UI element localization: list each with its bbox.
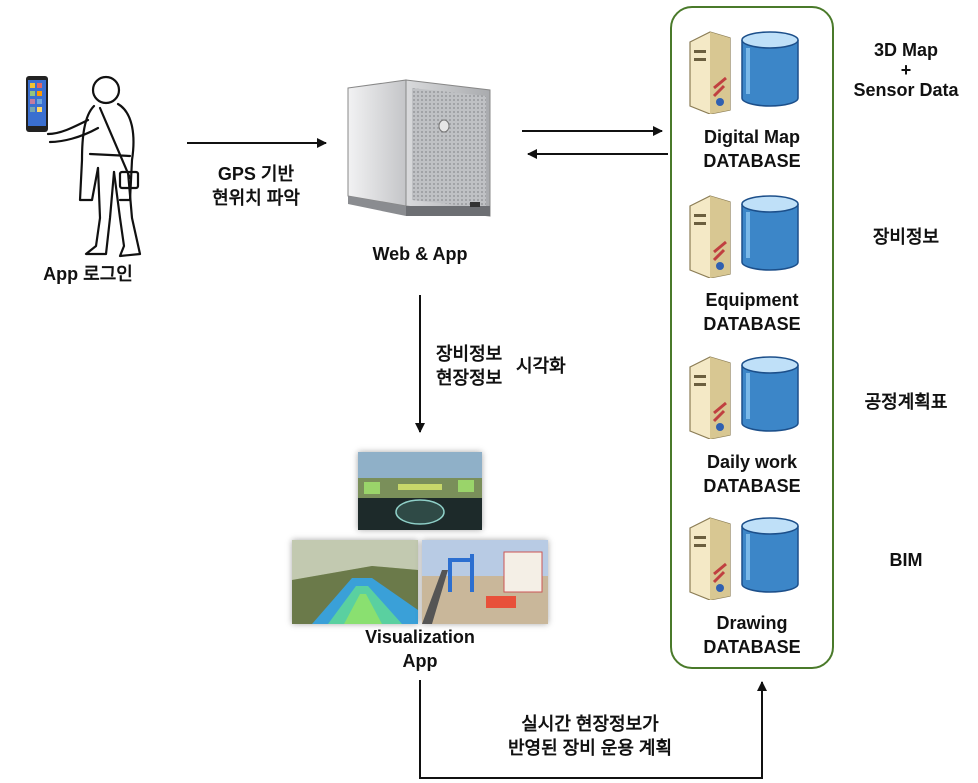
user-label: App 로그인 (43, 264, 133, 284)
database-icon-digital-map (689, 31, 799, 114)
field-worker-illustration (26, 75, 142, 258)
feedback-line1: 실시간 현장정보가 (521, 714, 659, 734)
db-label-digital-map: Digital Map DATABASE (672, 125, 832, 173)
gps-label-line2: 현위치 파악 (212, 188, 300, 208)
vis-screenshot-terrain (292, 540, 418, 624)
vis-arrow-line2: 현장정보 (436, 368, 503, 388)
cylinder (741, 31, 799, 107)
vis-arrow-line1: 장비정보 (436, 344, 503, 364)
side-line2: Sensor Data (853, 80, 959, 100)
db-type: DATABASE (703, 151, 801, 171)
server-tower-icon (347, 79, 491, 217)
db-type: DATABASE (703, 314, 801, 334)
vis-app-label: Visualization App (340, 625, 500, 673)
server-box (689, 31, 731, 114)
db-type: DATABASE (703, 476, 801, 496)
server-label: Web & App (372, 244, 468, 264)
database-icon-daily-work (689, 356, 799, 439)
feedback-label: 실시간 현장정보가 반영된 장비 운용 계획 (470, 712, 710, 760)
side-label-digital-map: 3D Map + Sensor Data (840, 38, 972, 102)
db-label-equipment: Equipment DATABASE (672, 288, 832, 336)
side-plus: + (900, 60, 912, 80)
db-name: Equipment (705, 290, 799, 310)
vis-arrow-suffix: 시각화 (516, 356, 566, 376)
database-panel (670, 6, 834, 669)
db-type: DATABASE (703, 637, 801, 657)
database-icon-equipment (689, 195, 799, 278)
db-name: Daily work (706, 452, 798, 472)
db-name: Drawing (716, 613, 788, 633)
gps-label-line1: GPS 기반 (217, 164, 295, 184)
gps-label: GPS 기반 현위치 파악 (186, 162, 326, 210)
arrow-vis-to-db-feedback (419, 680, 767, 779)
vis-app-line2: App (402, 651, 438, 671)
side-label-drawing: BIM (889, 550, 923, 570)
side-label-daily-work: 공정계획표 (864, 392, 948, 412)
vis-arrow-label: 장비정보 현장정보 (436, 342, 526, 390)
vis-screenshot-cockpit (358, 452, 482, 530)
db-label-drawing: Drawing DATABASE (672, 611, 832, 659)
side-label-equipment: 장비정보 (872, 227, 940, 247)
db-name: Digital Map (703, 127, 800, 147)
db-label-daily-work: Daily work DATABASE (672, 450, 832, 498)
feedback-line2: 반영된 장비 운용 계획 (507, 738, 673, 758)
vis-screenshot-bim (422, 540, 548, 624)
database-icon-drawing (689, 517, 799, 600)
vis-app-line1: Visualization (365, 627, 475, 647)
side-line1: 3D Map (873, 40, 938, 60)
